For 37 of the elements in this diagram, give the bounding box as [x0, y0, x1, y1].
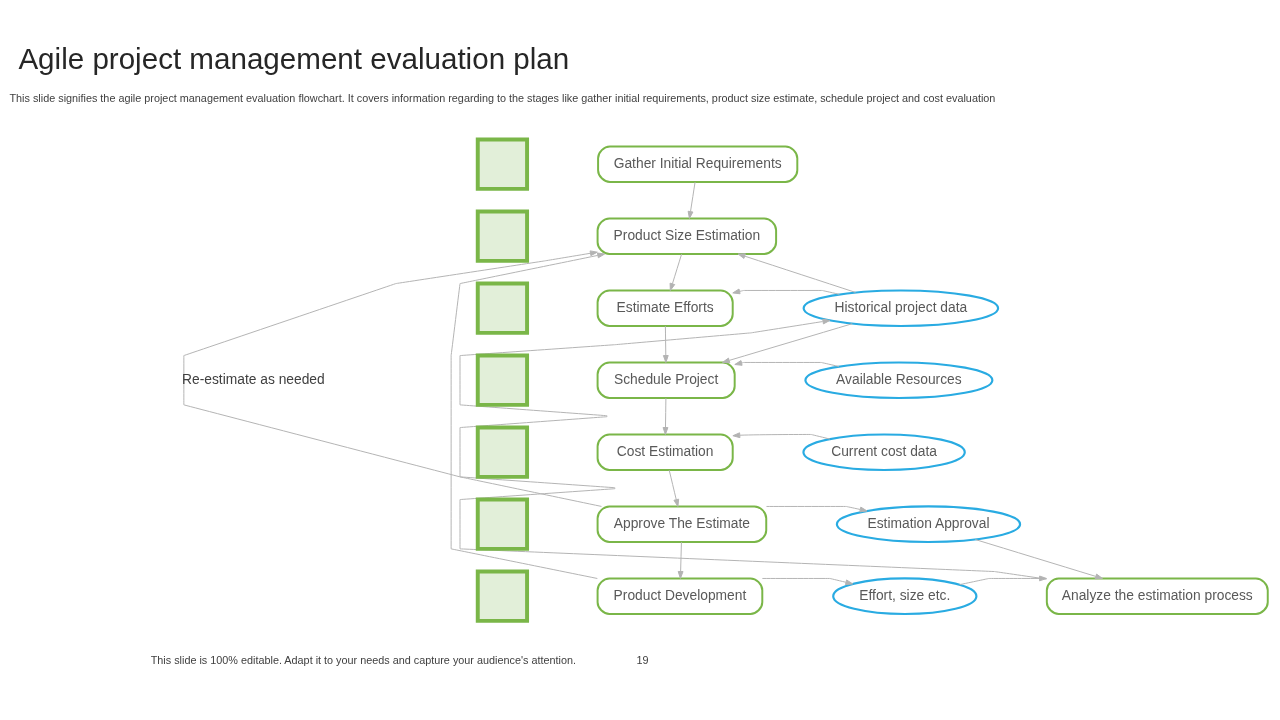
arrow: [732, 288, 840, 295]
arrow: [668, 469, 680, 507]
node-box: [475, 497, 530, 551]
node-box: Approve The Estimate: [596, 505, 768, 543]
label: This slide signifies the agile project management evaluation flowchart. It covers information regarding to the stages like gather initial requirements, product size estimate, schedule project and cost evaluation: [9, 91, 996, 104]
arrow: [722, 323, 853, 364]
diagram-title: Agile project management evaluation plan: [18, 41, 570, 75]
node-box: [475, 425, 530, 479]
arrow: [183, 250, 602, 507]
arrow: [662, 325, 669, 363]
arrow: [669, 253, 683, 291]
node-box: Analyze the estimation process: [1045, 577, 1269, 615]
node-ellipse: Current cost data: [802, 433, 966, 472]
node-box: Schedule Project: [596, 361, 736, 399]
arrow: [662, 397, 669, 435]
node-box: [475, 569, 530, 623]
node-box: Gather Initial Requirements: [597, 145, 799, 183]
node-box: [475, 137, 530, 191]
arrow: [766, 505, 868, 513]
node-box: Cost Estimation: [596, 433, 734, 471]
node-ellipse: Available Resources: [804, 361, 994, 400]
label: This slide is 100% editable. Adapt it to your needs and capture your audience's attention.: [150, 654, 576, 667]
node-box: [475, 281, 530, 335]
arrow: [677, 541, 684, 579]
arrow: [734, 360, 840, 367]
node-box: Estimate Efforts: [596, 289, 734, 327]
node-box: [475, 353, 530, 407]
arrow: [732, 432, 831, 440]
node-box: Product Size Estimation: [596, 217, 778, 255]
arrow: [761, 577, 854, 586]
node-box: [475, 209, 530, 263]
arrow: [737, 253, 856, 293]
arrow: [687, 181, 696, 219]
edge-label: Re-estimate as needed: [182, 371, 325, 387]
arrow: [450, 252, 606, 579]
node-box: Product Development: [596, 577, 764, 615]
label: 19: [636, 654, 649, 667]
